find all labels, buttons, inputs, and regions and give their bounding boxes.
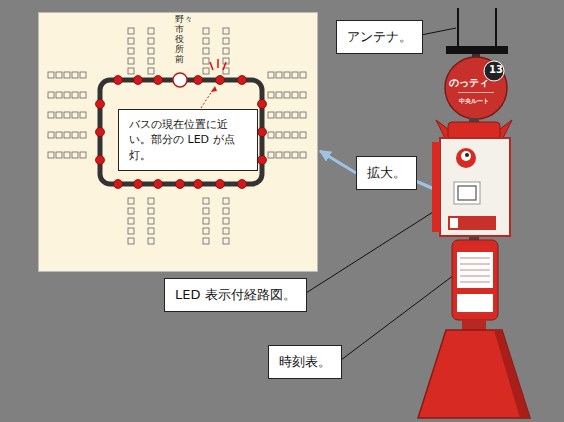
base [418, 320, 530, 418]
sign-brand: のっティ [449, 76, 489, 90]
lit-led-rays [210, 59, 226, 70]
round-sign [445, 57, 507, 119]
antenna [446, 8, 508, 64]
timetable [452, 240, 498, 320]
stop-name: 野々市役所前 [175, 15, 184, 64]
route-name: 中央ルート [459, 97, 489, 106]
bus-stop-marker [173, 73, 187, 87]
label-box: LED 表示付経路図。 [164, 278, 307, 312]
sign-body [432, 138, 510, 236]
route-loop [100, 80, 262, 184]
route-number: 13 [489, 64, 503, 75]
enlarged-route-map: バスの現在位置に近い。部分の LED が点灯。 野々市役所前 [38, 12, 318, 272]
label-text: LED 表示付経路図。 [175, 286, 296, 304]
label-box: アンテナ。 [336, 20, 423, 54]
callout-pointer-head [211, 86, 217, 92]
label-box: 拡大。 [356, 156, 417, 190]
label-text: バスの現在位置に近い。部分の LED が点灯。 [129, 117, 247, 163]
leader-lines [306, 28, 456, 360]
led-dots [96, 76, 267, 189]
label-text: 拡大。 [367, 164, 406, 182]
label-text: 時刻表。 [279, 353, 331, 371]
label-text: アンテナ。 [347, 28, 412, 46]
callout-box: バスの現在位置に近い。部分の LED が点灯。 [118, 109, 258, 171]
zoom-arrow [320, 151, 356, 173]
label-box: 時刻表。 [268, 345, 342, 379]
